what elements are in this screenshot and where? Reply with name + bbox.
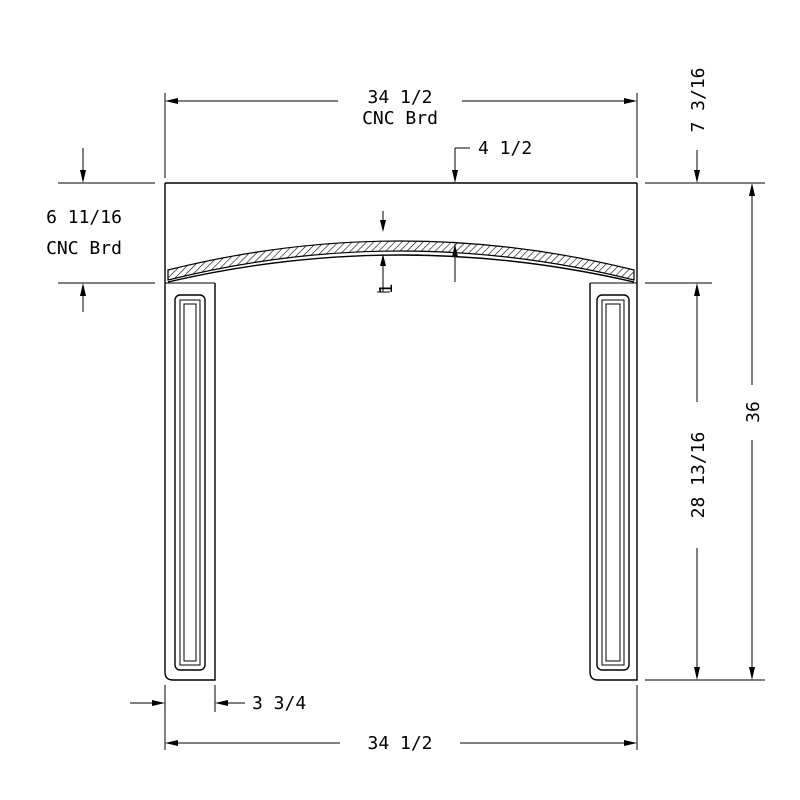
bottom-width-dimension: 34 1/2	[165, 685, 638, 754]
overall-height-label: 36	[743, 401, 764, 423]
left-header-height-dimension: 6 11/16 CNC Brd	[46, 148, 155, 312]
right-leg	[589, 283, 638, 681]
overall-height-dimension: 36	[743, 183, 764, 680]
arch-thickness-dimension: 1	[376, 211, 397, 294]
header-board	[164, 182, 638, 284]
left-leg	[164, 283, 216, 681]
arch-band	[167, 240, 635, 283]
top-width-note: CNC Brd	[362, 108, 438, 129]
arch-rise-label: 4 1/2	[478, 138, 532, 159]
arch-rise-dimension: 4 1/2	[452, 138, 532, 282]
arch-thickness-label: 1	[376, 284, 397, 295]
top-width-dimension: 34 1/2 CNC Brd	[164, 87, 638, 178]
leg-height-dimension: 28 13/16	[645, 283, 765, 681]
top-width-label: 34 1/2	[367, 87, 432, 108]
left-header-height-note: CNC Brd	[46, 238, 122, 259]
leg-height-label: 28 13/16	[688, 432, 709, 519]
leg-width-label: 3 3/4	[252, 693, 306, 714]
left-header-height-label: 6 11/16	[46, 207, 122, 228]
bottom-width-label: 34 1/2	[367, 733, 432, 754]
right-header-height-label: 7 3/16	[688, 67, 709, 132]
right-header-height-dimension: 7 3/16	[645, 67, 765, 284]
leg-width-dimension: 3 3/4	[130, 685, 306, 750]
